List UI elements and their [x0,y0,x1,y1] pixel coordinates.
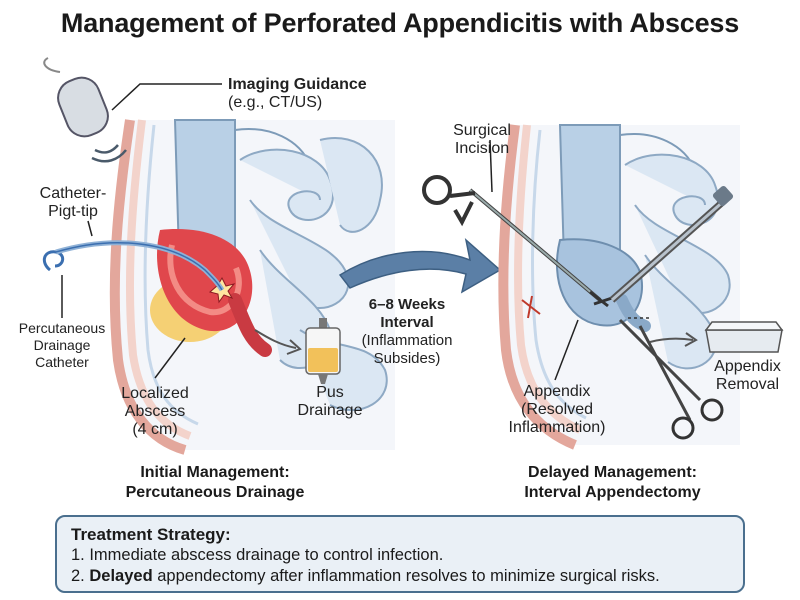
right-anatomy [498,124,740,450]
imaging-guidance-title: Imaging Guidance [228,76,367,93]
specimen-tray-icon [704,321,784,353]
interval-label-4: Subsides) [373,350,441,367]
abscess-label-1: Localized [121,385,189,402]
surgical-incision-label-1: Surgical [453,122,511,139]
scissors-icon [618,317,724,440]
strategy-item-2-prefix: 2. [71,567,90,585]
delayed-management-caption-2: Interval Appendectomy [524,484,701,501]
interval-label-3: (Inflammation [361,332,453,349]
percutaneous-label-2: Drainage [33,337,91,353]
percutaneous-label-3: Catheter [35,354,89,370]
abscess-label-3: (4 cm) [132,421,178,438]
abscess-label-2: Abscess [124,403,186,420]
drainage-catheter [42,240,225,292]
strategy-item-2: 2. Delayed appendectomy after inflammati… [71,566,729,587]
delayed-management-caption-1: Delayed Management: [528,464,697,481]
appendix-resolved-label-1: Appendix [523,383,591,400]
interval-arrow [338,237,502,294]
imaging-guidance-sub: (e.g., CT/US) [228,94,323,111]
appendix-resolved-label-3: Inflammation) [508,419,606,436]
appendix-resolved-label-2: (Resolved [520,401,594,418]
catheter-tip-label-2: Pigt-tip [48,203,98,220]
strategy-item-1: 1. Immediate abscess drainage to control… [71,546,444,564]
drainage-bag-icon [305,318,341,384]
pus-drainage-label-2: Drainage [297,402,363,419]
treatment-strategy-box: Treatment Strategy: 1. Immediate abscess… [55,515,745,593]
interval-label-2: Interval [380,314,434,331]
surgical-incision-label-2: Incision [454,140,510,157]
strategy-item-2-bold: Delayed [89,567,153,585]
appendix-removal-label-1: Appendix [714,358,781,375]
catheter-tip-label-1: Catheter- [39,185,107,202]
grasper-instrument-icon [422,175,613,308]
interval-label-1: 6–8 Weeks [368,296,446,313]
ultrasound-probe-icon [43,57,127,163]
percutaneous-label-1: Percutaneous [18,320,106,336]
initial-management-caption-2: Percutaneous Drainage [125,484,305,501]
appendix-removal-label-2: Removal [715,376,780,393]
initial-management-caption-1: Initial Management: [140,464,290,481]
trocar-instrument-icon [609,185,734,303]
page-title: Management of Perforated Appendicitis wi… [60,8,740,38]
strategy-heading: Treatment Strategy: [71,525,231,544]
pus-drainage-label-1: Pus [316,384,344,401]
strategy-item-2-rest: appendectomy after inflammation resolves… [152,567,660,585]
